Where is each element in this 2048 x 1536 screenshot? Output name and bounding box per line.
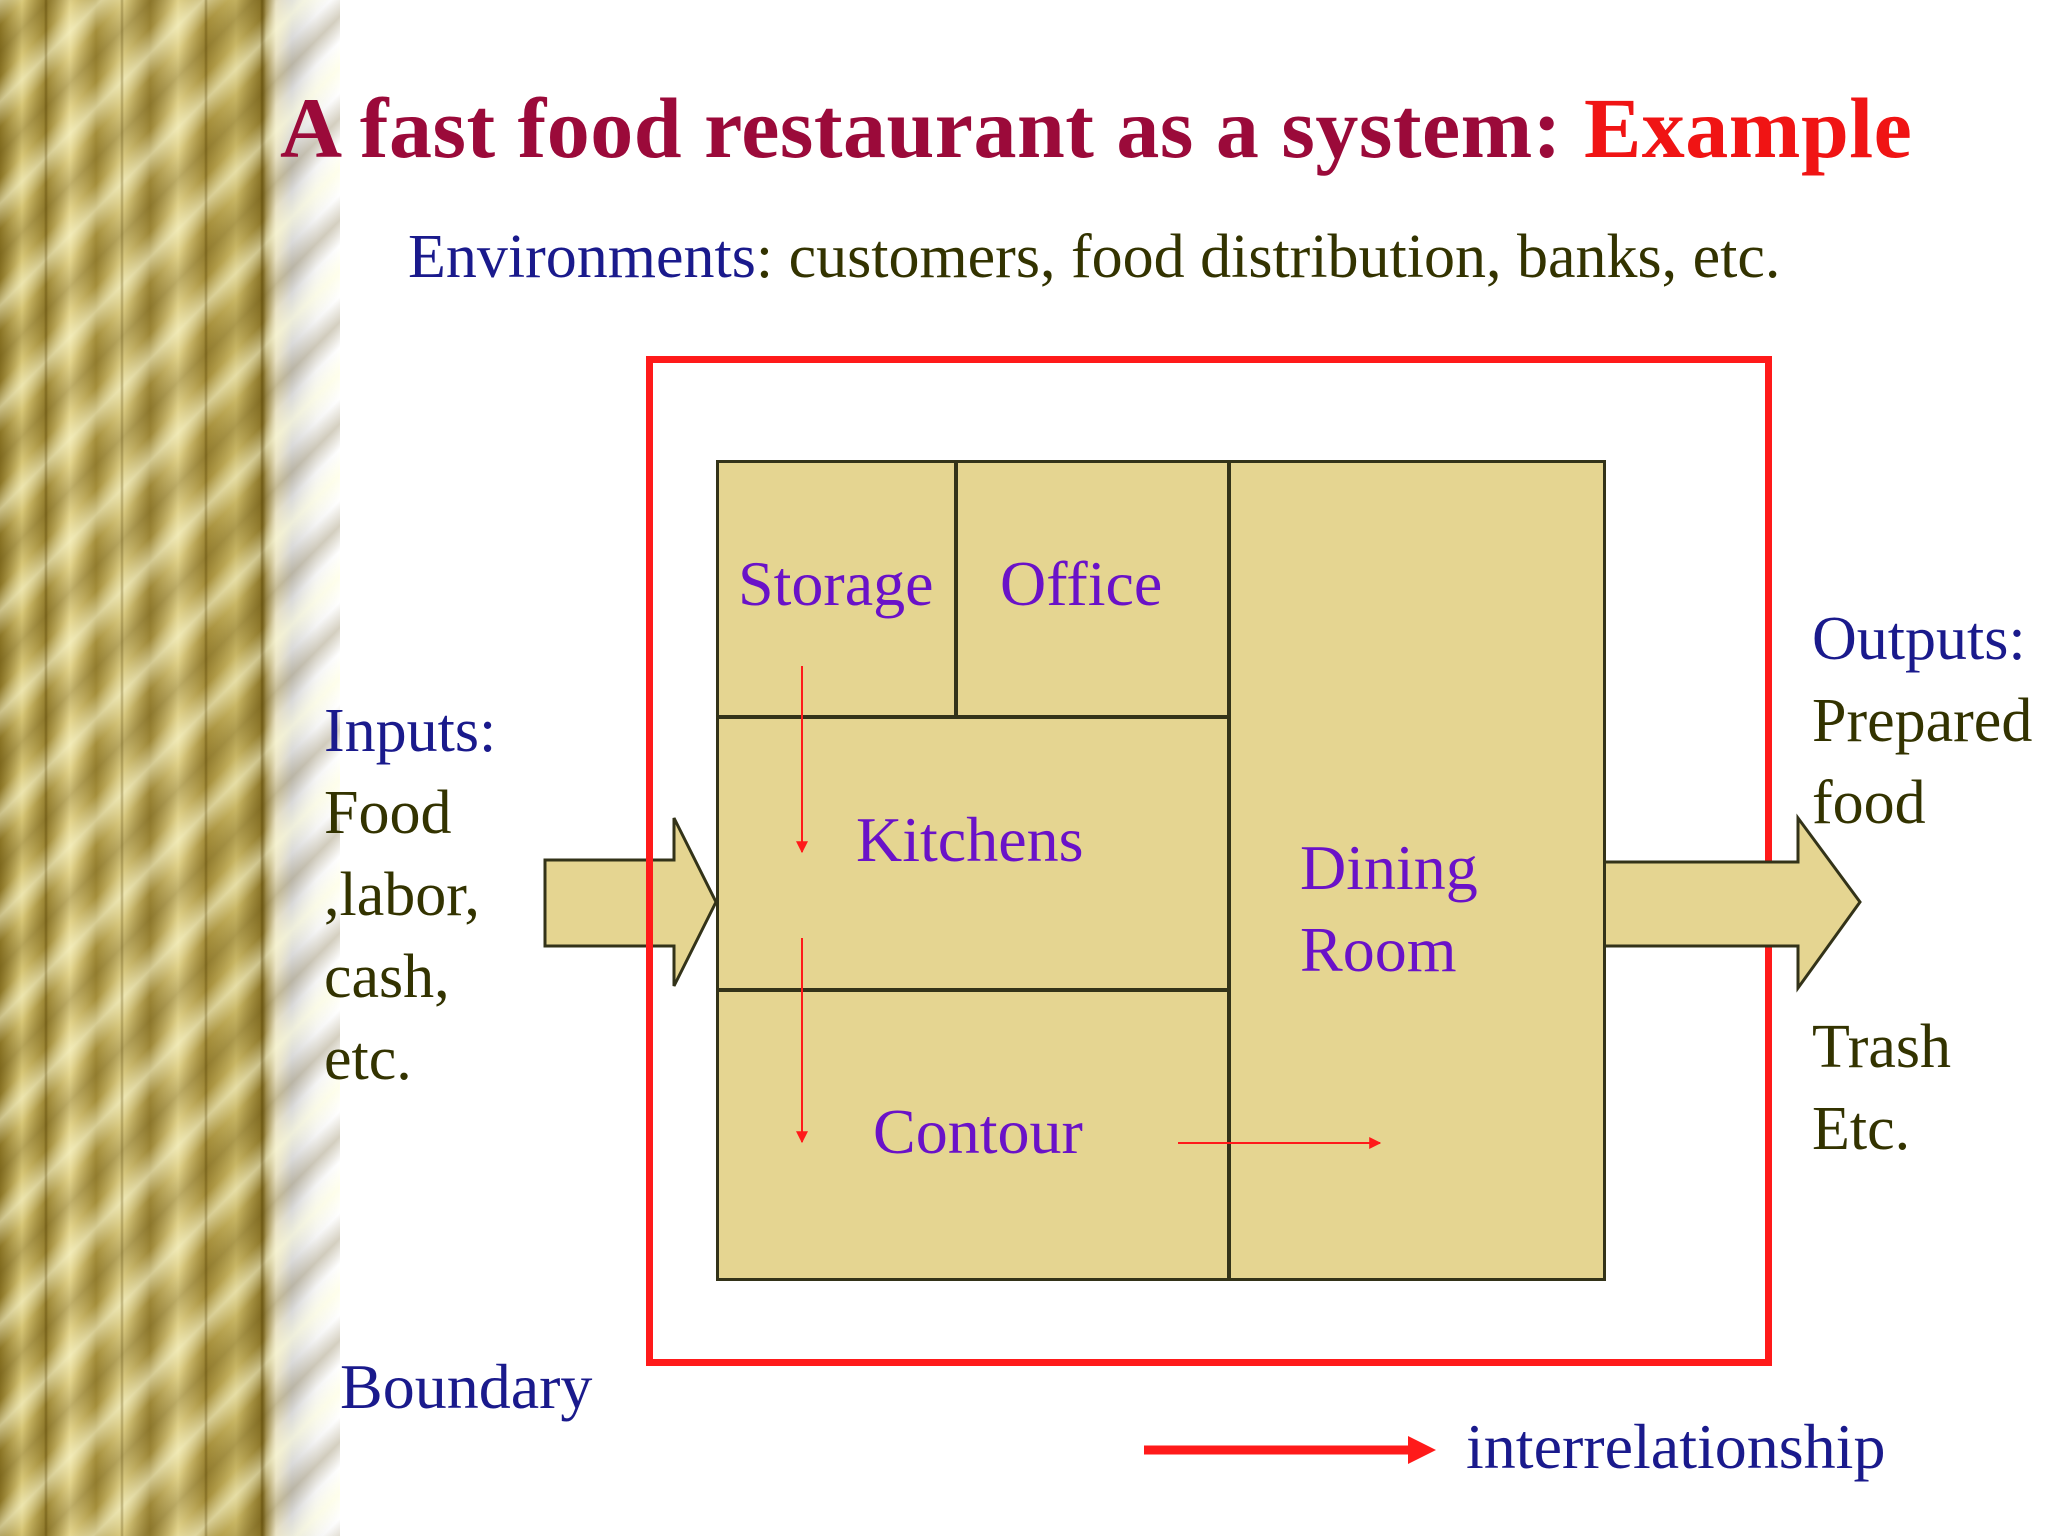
- inputs-line: Food: [324, 779, 452, 847]
- legend-arrow-head: [1408, 1436, 1436, 1464]
- slide-title: A fast food restaurant as a system: Exam…: [280, 78, 1912, 178]
- environments-label: Environments: [408, 223, 756, 291]
- room-dining: [1228, 460, 1606, 1281]
- input-arrow: [543, 817, 718, 987]
- outputs-line: food: [1812, 769, 1926, 837]
- outputs-extra-line: Trash: [1812, 1013, 1951, 1081]
- inputs-line: cash,: [324, 943, 450, 1011]
- outputs-line: Prepared: [1812, 687, 2033, 755]
- dining-label-line1: Dining: [1300, 832, 1478, 903]
- inputs-line: ,labor,: [324, 861, 480, 929]
- curtain-decoration: [0, 0, 340, 1536]
- environments-text: : customers, food distribution, banks, e…: [755, 223, 1781, 291]
- outputs-heading: Outputs:: [1812, 605, 2026, 673]
- output-arrow: [1600, 813, 1862, 993]
- room-office: [955, 460, 1230, 718]
- office-label: Office: [1000, 548, 1163, 619]
- outputs-extra-line: Etc.: [1812, 1095, 1911, 1163]
- boundary-label: Boundary: [340, 1351, 593, 1422]
- curtain-folds: [0, 0, 276, 1536]
- contour-label: Contour: [873, 1096, 1083, 1167]
- inputs-heading: Inputs:: [324, 697, 497, 765]
- dining-label-line2: Room: [1300, 914, 1457, 985]
- outputs-block: Outputs: Prepared food: [1812, 598, 2032, 844]
- environments-line: Environments: customers, food distributi…: [408, 222, 1780, 293]
- inputs-block: Inputs: Food ,labor, cash, etc.: [324, 690, 496, 1100]
- room-storage: [716, 460, 957, 718]
- title-accent: Example: [1583, 80, 1913, 176]
- legend-label: interrelationship: [1466, 1411, 1886, 1482]
- kitchens-label: Kitchens: [856, 804, 1084, 875]
- inputs-line: etc.: [324, 1025, 412, 1093]
- title-main: A fast food restaurant as a system:: [280, 80, 1584, 176]
- storage-label: Storage: [738, 548, 934, 619]
